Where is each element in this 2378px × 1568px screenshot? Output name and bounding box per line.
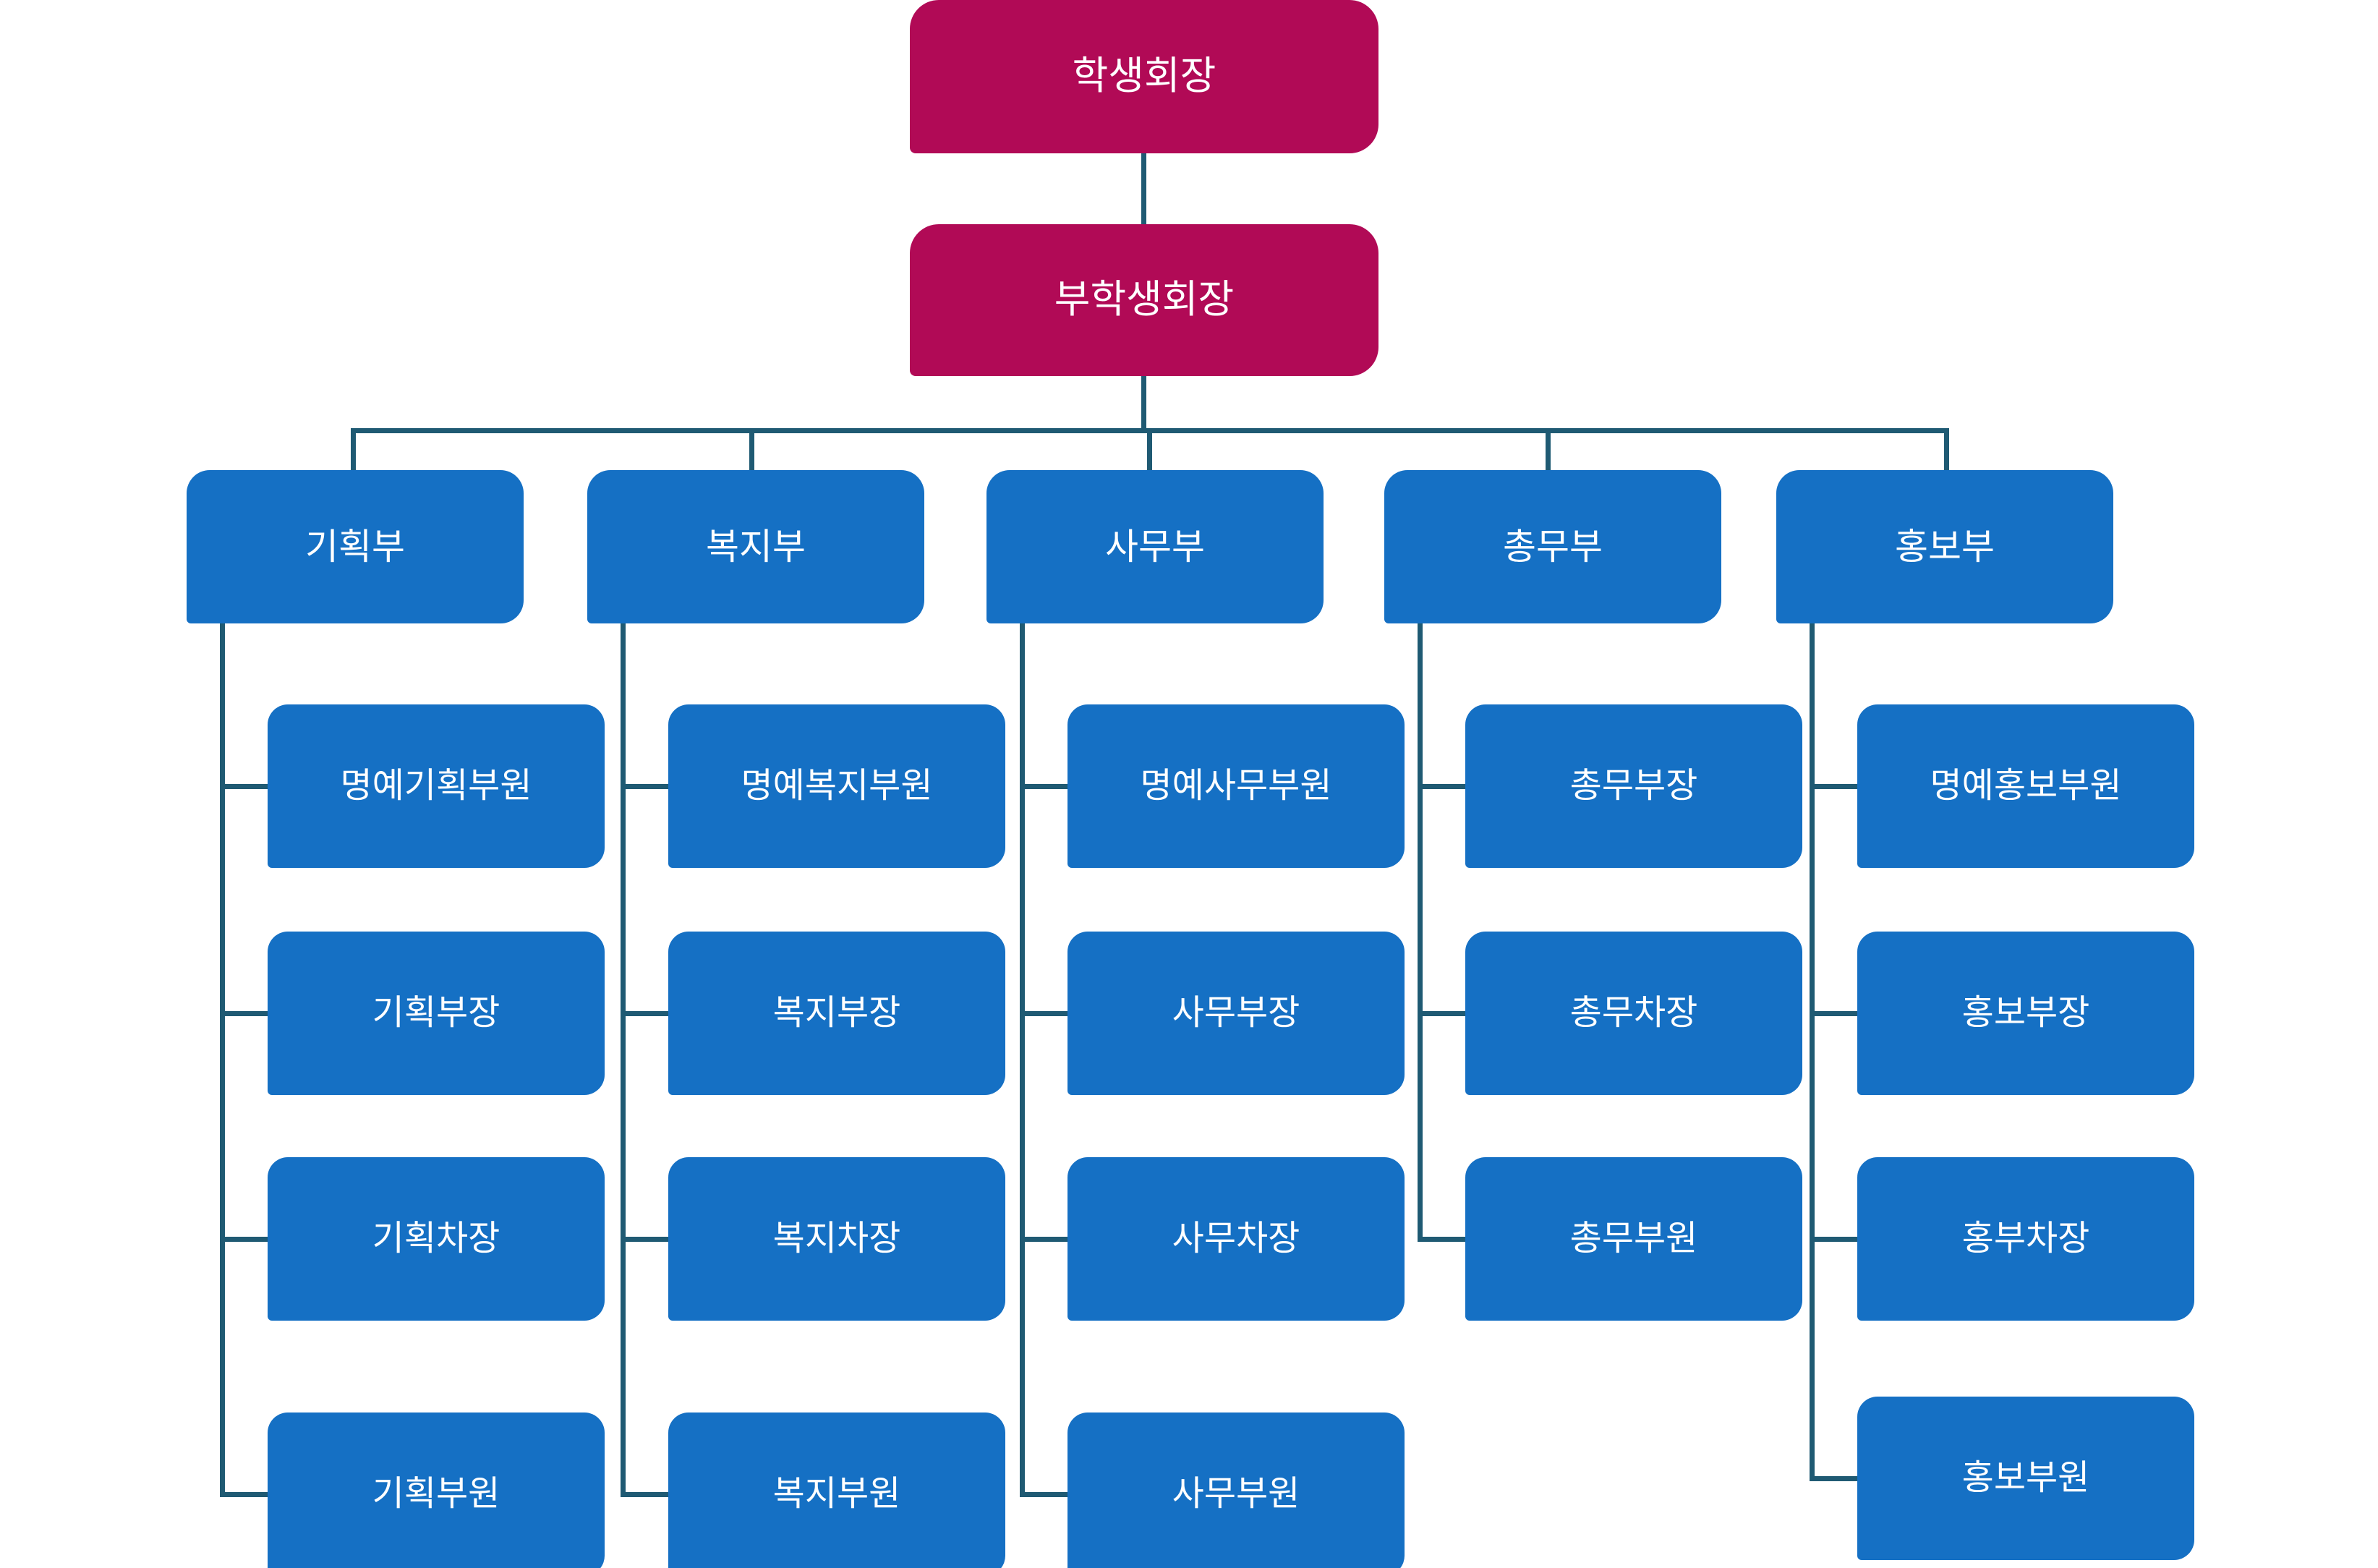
node-role-1-1-label: 복지부장: [772, 993, 901, 1032]
spine-dept-1: [621, 623, 626, 1497]
node-department-3[interactable]: 총무부: [1384, 470, 1721, 623]
node-role-0-2-label: 기획차장: [372, 1219, 500, 1258]
node-department-4-label: 홍보부: [1895, 526, 1995, 567]
node-role-4-1-label: 홍보부장: [1961, 993, 2090, 1032]
node-role-4-0[interactable]: 명예홍보부원: [1857, 704, 2194, 868]
connector-bus-to-dept-1: [749, 428, 754, 470]
connector-bus-to-dept-0: [351, 428, 356, 470]
node-role-0-3-label: 기획부원: [372, 1474, 500, 1513]
connector-dept-0-role-1: [220, 1011, 268, 1016]
node-department-3-label: 총무부: [1503, 526, 1603, 567]
node-role-0-3[interactable]: 기획부원: [268, 1413, 605, 1568]
node-role-1-2[interactable]: 복지차장: [668, 1157, 1005, 1321]
connector-bus-to-dept-3: [1546, 428, 1551, 470]
connector-dept-1-role-0: [621, 784, 668, 789]
connector-dept-3-role-2: [1418, 1237, 1465, 1242]
connector-dept-1-role-3: [621, 1492, 668, 1497]
node-vice-president-label: 부학생회장: [1054, 278, 1235, 322]
node-role-3-0[interactable]: 총무부장: [1465, 704, 1802, 868]
node-role-1-1[interactable]: 복지부장: [668, 932, 1005, 1095]
node-department-2[interactable]: 사무부: [986, 470, 1324, 623]
connector-dept-1-role-2: [621, 1237, 668, 1242]
connector-bus-to-dept-4: [1944, 428, 1949, 470]
node-role-2-1[interactable]: 사무부장: [1067, 932, 1405, 1095]
node-role-4-2-label: 홍부차장: [1961, 1219, 2090, 1258]
spine-dept-0: [220, 623, 225, 1497]
spine-dept-2: [1020, 623, 1025, 1497]
node-vice-president[interactable]: 부학생회장: [910, 224, 1378, 376]
connector-dept-3-role-0: [1418, 784, 1465, 789]
connector-dept-4-role-0: [1810, 784, 1857, 789]
node-department-0-label: 기획부: [305, 526, 405, 567]
connector-president-to-vice: [1141, 153, 1146, 224]
connector-dept-0-role-2: [220, 1237, 268, 1242]
node-role-0-2[interactable]: 기획차장: [268, 1157, 605, 1321]
connector-dept-3-role-1: [1418, 1011, 1465, 1016]
spine-dept-4: [1810, 623, 1815, 1481]
connector-bus-to-dept-2: [1147, 428, 1152, 470]
node-role-1-2-label: 복지차장: [772, 1219, 901, 1258]
node-role-2-0-label: 명예사무부원: [1140, 766, 1332, 805]
node-role-3-1[interactable]: 총무차장: [1465, 932, 1802, 1095]
node-role-1-0-label: 명예복지부원: [741, 766, 933, 805]
node-role-2-1-label: 사무부장: [1172, 993, 1300, 1032]
connector-dept-2-role-1: [1020, 1011, 1067, 1016]
node-role-4-3[interactable]: 홍보부원: [1857, 1397, 2194, 1560]
node-role-3-2[interactable]: 총무부원: [1465, 1157, 1802, 1321]
node-department-1[interactable]: 복지부: [587, 470, 924, 623]
node-role-1-3-label: 복지부원: [772, 1474, 901, 1513]
node-role-4-0-label: 명예홍보부원: [1930, 766, 2122, 805]
node-president[interactable]: 학생회장: [910, 0, 1378, 153]
connector-dept-4-role-1: [1810, 1011, 1857, 1016]
node-role-2-2[interactable]: 사무차장: [1067, 1157, 1405, 1321]
connector-dept-2-role-0: [1020, 784, 1067, 789]
node-role-4-2[interactable]: 홍부차장: [1857, 1157, 2194, 1321]
node-department-0[interactable]: 기획부: [187, 470, 524, 623]
node-role-0-0[interactable]: 명예기획부원: [268, 704, 605, 868]
node-role-4-1[interactable]: 홍보부장: [1857, 932, 2194, 1095]
node-role-0-1-label: 기획부장: [372, 993, 500, 1032]
node-department-2-label: 사무부: [1105, 526, 1205, 567]
node-role-2-3[interactable]: 사무부원: [1067, 1413, 1405, 1568]
connector-dept-0-role-0: [220, 784, 268, 789]
node-role-0-0-label: 명예기획부원: [340, 766, 532, 805]
node-role-2-2-label: 사무차장: [1172, 1219, 1300, 1258]
node-role-1-3[interactable]: 복지부원: [668, 1413, 1005, 1568]
node-role-2-3-label: 사무부원: [1172, 1474, 1300, 1513]
connector-dept-2-role-2: [1020, 1237, 1067, 1242]
node-role-3-2-label: 총무부원: [1569, 1219, 1698, 1258]
connector-dept-1-role-1: [621, 1011, 668, 1016]
node-role-2-0[interactable]: 명예사무부원: [1067, 704, 1405, 868]
node-role-4-3-label: 홍보부원: [1961, 1458, 2090, 1497]
node-role-1-0[interactable]: 명예복지부원: [668, 704, 1005, 868]
node-department-4[interactable]: 홍보부: [1776, 470, 2113, 623]
node-role-3-0-label: 총무부장: [1569, 766, 1698, 805]
node-role-3-1-label: 총무차장: [1569, 993, 1698, 1032]
spine-dept-3: [1418, 623, 1423, 1242]
connector-vice-to-bus: [1141, 376, 1146, 430]
connector-dept-2-role-3: [1020, 1492, 1067, 1497]
connector-dept-0-role-3: [220, 1492, 268, 1497]
node-role-0-1[interactable]: 기획부장: [268, 932, 605, 1095]
connector-dept-4-role-2: [1810, 1237, 1857, 1242]
node-department-1-label: 복지부: [706, 526, 806, 567]
connector-dept-4-role-3: [1810, 1476, 1857, 1481]
node-president-label: 학생회장: [1072, 54, 1216, 98]
